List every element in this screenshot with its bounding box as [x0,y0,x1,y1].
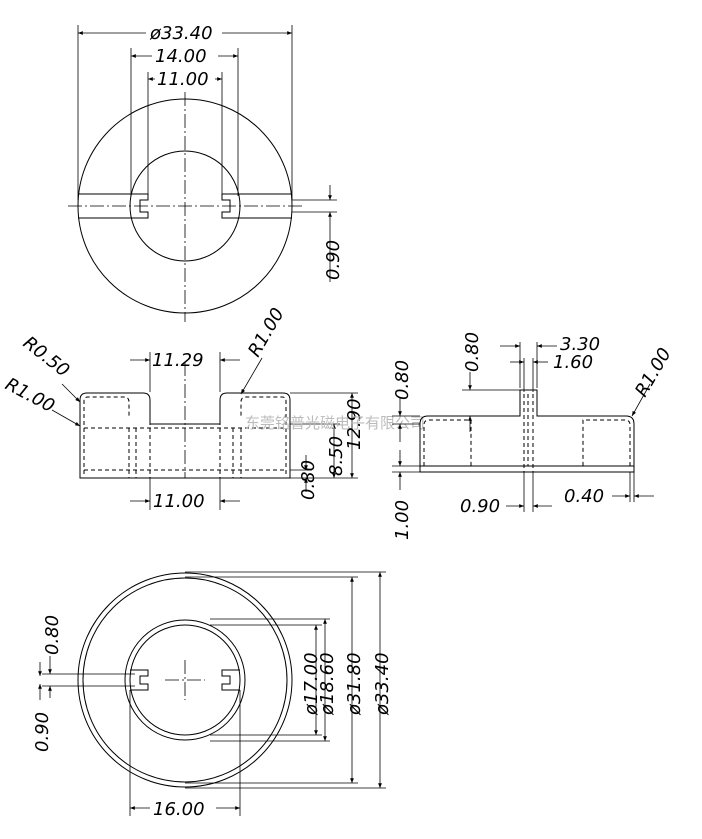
front-radius-right-label: R1.00 [244,304,288,360]
top-slot-outer-label: 14.00 [155,46,207,67]
bottom-slot-inner-label: 0.90 [32,712,53,752]
front-total-height-label: 12.90 [344,398,365,450]
bottom-d2-label: ø18.60 [317,652,338,716]
side-top-width-label: 3.30 [560,334,600,355]
watermark-text: 东莞铭普光磁电子有限公司 [245,414,425,432]
front-view: 11.29 11.00 R1.00 R0.50 R1.00 12.90 8.50… [2,304,365,512]
side-edge-width-label: 0.40 [564,486,604,507]
bottom-right-slot [221,669,240,691]
bottom-d4-label: ø33.40 [372,652,393,716]
side-inner-width-label: 1.60 [553,352,593,373]
bottom-view: ø33.40 ø31.80 ø18.60 ø17.00 0.80 0.90 16… [32,571,393,820]
bottom-slot-outer-label: 0.80 [42,615,63,655]
side-outline [419,389,635,473]
front-radius-left-2-label: R1.00 [2,374,58,417]
top-slot-height-label: 0.90 [323,240,344,280]
top-diameter-label: ø33.40 [149,23,213,44]
bottom-d1-label: ø17.00 [301,652,322,716]
bottom-d3-label: ø31.80 [344,652,365,716]
front-radius-left-label: R0.50 [19,332,73,381]
side-left-step-label: 0.80 [392,360,413,400]
side-gap-width-label: 0.90 [460,496,500,517]
side-view: 3.30 1.60 0.80 0.80 1.00 0.90 0.40 [392,332,676,540]
bottom-left-slot [130,669,149,691]
front-base-step-label: 0.80 [298,460,319,500]
bottom-width-label: 16.00 [153,799,205,820]
front-inner-bottom-label: 11.00 [153,491,205,512]
top-slot-inner-label: 11.00 [157,69,209,90]
side-top-step-label: 0.80 [462,332,483,372]
bottom-outer-circle [77,572,293,788]
side-base-height-label: 1.00 [392,500,413,540]
front-inner-top-label: 11.29 [152,350,204,371]
side-radius-label: R1.00 [631,344,675,400]
top-view: ø33.40 14.00 11.00 0.90 [68,22,344,322]
front-inner-height-label: 8.50 [326,436,347,476]
